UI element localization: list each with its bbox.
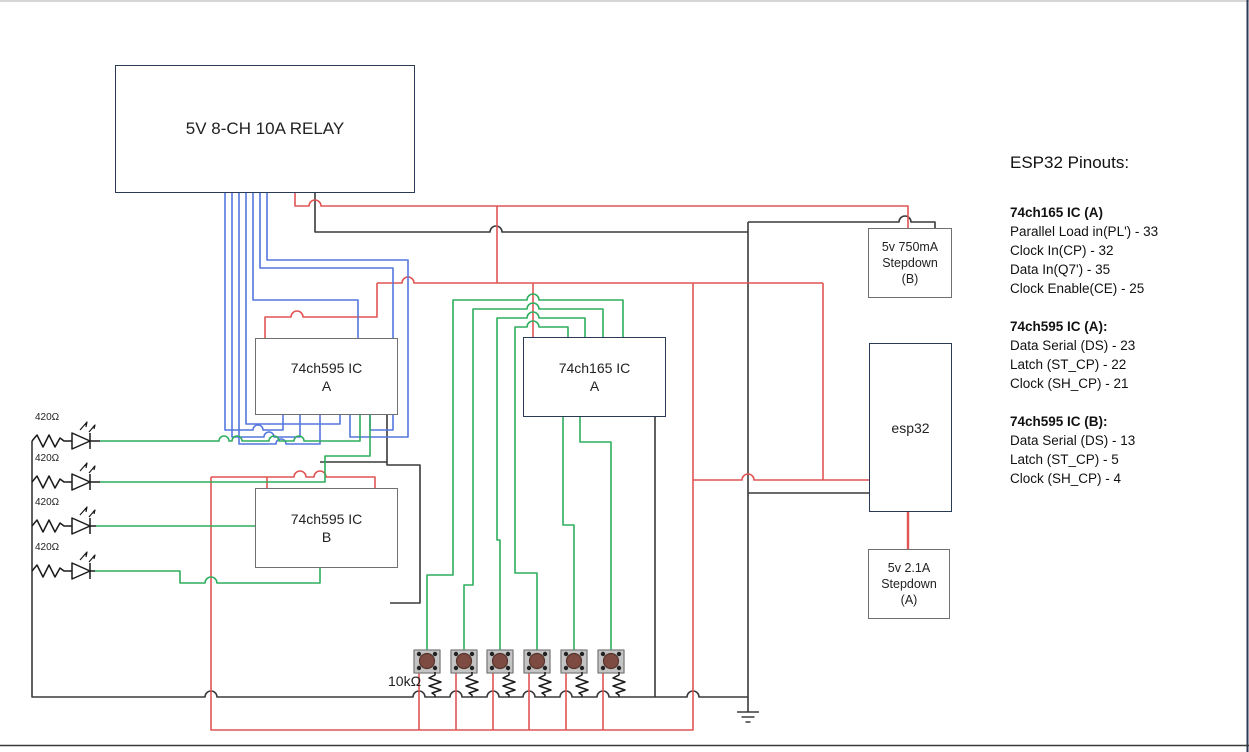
ic-74ch595-b-line2: B bbox=[321, 529, 332, 545]
pinout-heading: 74ch595 IC (A): bbox=[1010, 319, 1108, 334]
ic-74ch595-a-line2: A bbox=[321, 377, 332, 394]
pinout-section-165a: 74ch165 IC (A) Parallel Load in(PL') - 3… bbox=[1010, 203, 1245, 298]
pinout-line: Clock (SH_CP) - 4 bbox=[1010, 471, 1122, 486]
stepdown-a-line3: (A) bbox=[900, 593, 918, 607]
led3-resistor-label: 420Ω bbox=[35, 497, 60, 508]
pinout-line: Data Serial (DS) - 13 bbox=[1010, 433, 1136, 448]
led-3 bbox=[31, 506, 96, 535]
stepdown-b-line3: (B) bbox=[901, 272, 919, 286]
ic-74ch165-a-line1: 74ch165 IC bbox=[558, 360, 631, 376]
black-wires bbox=[31, 193, 936, 698]
push-button[interactable] bbox=[413, 649, 441, 674]
pinout-line: Data In(Q7') - 35 bbox=[1010, 262, 1111, 277]
led-2 bbox=[31, 462, 100, 491]
led1-resistor-label: 420Ω bbox=[35, 412, 60, 423]
led2-resistor-label: 420Ω bbox=[35, 453, 60, 464]
stepdown-b-line2: Stepdown bbox=[882, 256, 938, 270]
push-button[interactable] bbox=[523, 649, 551, 674]
pinout-line: Parallel Load in(PL') - 33 bbox=[1010, 224, 1159, 239]
relay-module-box[interactable]: 5V 8-CH 10A RELAY bbox=[115, 65, 415, 193]
ic-74ch165-a-box[interactable]: 74ch165 IC A bbox=[523, 337, 666, 417]
pinout-line: Clock (SH_CP) - 21 bbox=[1010, 376, 1129, 391]
pinout-heading: 74ch165 IC (A) bbox=[1010, 205, 1104, 220]
red-wires bbox=[210, 193, 910, 731]
led-4 bbox=[31, 551, 96, 580]
push-button[interactable] bbox=[450, 649, 478, 674]
pinout-section-595b: 74ch595 IC (B): Data Serial (DS) - 13 La… bbox=[1010, 412, 1245, 488]
ground-symbol bbox=[737, 697, 759, 723]
push-button[interactable] bbox=[486, 649, 514, 674]
stepdown-b-line1: 5v 750mA bbox=[881, 240, 939, 254]
led4-resistor-label: 420Ω bbox=[35, 542, 60, 553]
ic-74ch595-a-line1: 74ch595 IC bbox=[290, 359, 363, 376]
esp32-box[interactable]: esp32 bbox=[869, 343, 952, 512]
pinout-line: Clock Enable(CE) - 25 bbox=[1010, 281, 1145, 296]
pinout-heading: 74ch595 IC (B): bbox=[1010, 414, 1108, 429]
pinout-notes: ESP32 Pinouts: 74ch165 IC (A) Parallel L… bbox=[1010, 153, 1245, 507]
green-wires bbox=[95, 293, 624, 650]
led-1 bbox=[31, 421, 100, 450]
pulldown-resistors bbox=[428, 672, 626, 697]
push-button[interactable] bbox=[597, 649, 625, 674]
ic-74ch165-a-line2: A bbox=[589, 378, 600, 394]
pinout-line: Data Serial (DS) - 23 bbox=[1010, 338, 1136, 353]
esp32-label: esp32 bbox=[891, 419, 930, 436]
led-array bbox=[31, 421, 100, 580]
stepdown-b-box[interactable]: 5v 750mA Stepdown (B) bbox=[868, 228, 952, 298]
pinout-line: Latch (ST_CP) - 22 bbox=[1010, 357, 1127, 372]
pinout-line: Latch (ST_CP) - 5 bbox=[1010, 452, 1119, 467]
stepdown-a-line2: Stepdown bbox=[881, 577, 937, 591]
relay-label: 5V 8-CH 10A RELAY bbox=[185, 119, 345, 138]
ic-74ch595-b-box[interactable]: 74ch595 IC B bbox=[255, 488, 398, 568]
pulldown-resistor-label: 10kΩ bbox=[388, 673, 422, 689]
pinout-section-595a: 74ch595 IC (A): Data Serial (DS) - 23 La… bbox=[1010, 317, 1245, 393]
stepdown-a-box[interactable]: 5v 2.1A Stepdown (A) bbox=[868, 549, 950, 619]
ic-74ch595-b-line1: 74ch595 IC bbox=[290, 511, 363, 527]
ic-74ch595-a-box[interactable]: 74ch595 IC A bbox=[255, 338, 398, 415]
stepdown-a-line1: 5v 2.1A bbox=[887, 561, 931, 575]
pinout-title: ESP32 Pinouts: bbox=[1010, 153, 1130, 172]
button-array bbox=[413, 649, 626, 697]
pinout-line: Clock In(CP) - 32 bbox=[1010, 243, 1114, 258]
push-button[interactable] bbox=[560, 649, 588, 674]
blue-wires bbox=[224, 193, 409, 445]
